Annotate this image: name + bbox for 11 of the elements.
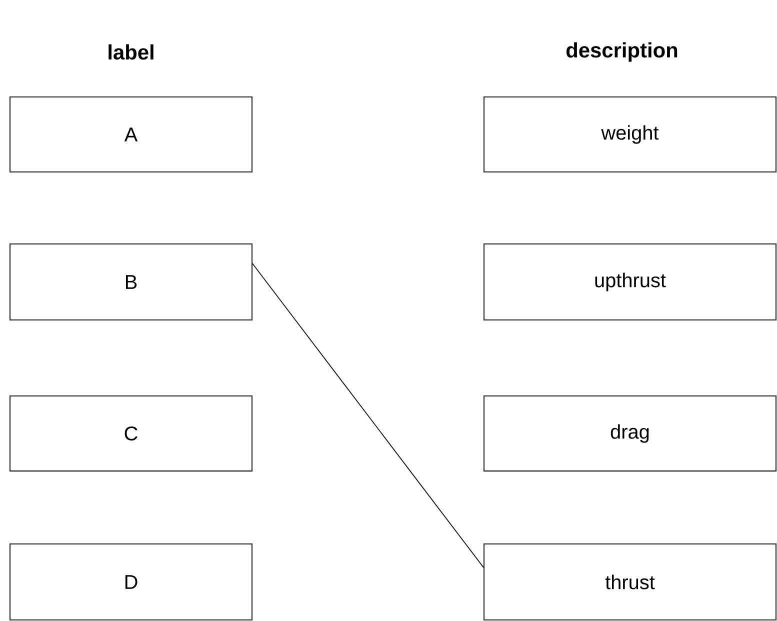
column-heading: label [108,44,154,60]
answer-box: B [10,244,252,320]
answer-box: upthrust [484,244,776,320]
matching-line [252,263,484,568]
answer-box: D [10,544,252,620]
answer-box: weight [484,96,776,172]
answer-box: C [10,396,252,472]
answer-box: A [10,96,252,172]
answer-box: thrust [484,544,776,620]
column-heading: description [566,42,678,62]
answer-box: drag [484,396,776,472]
